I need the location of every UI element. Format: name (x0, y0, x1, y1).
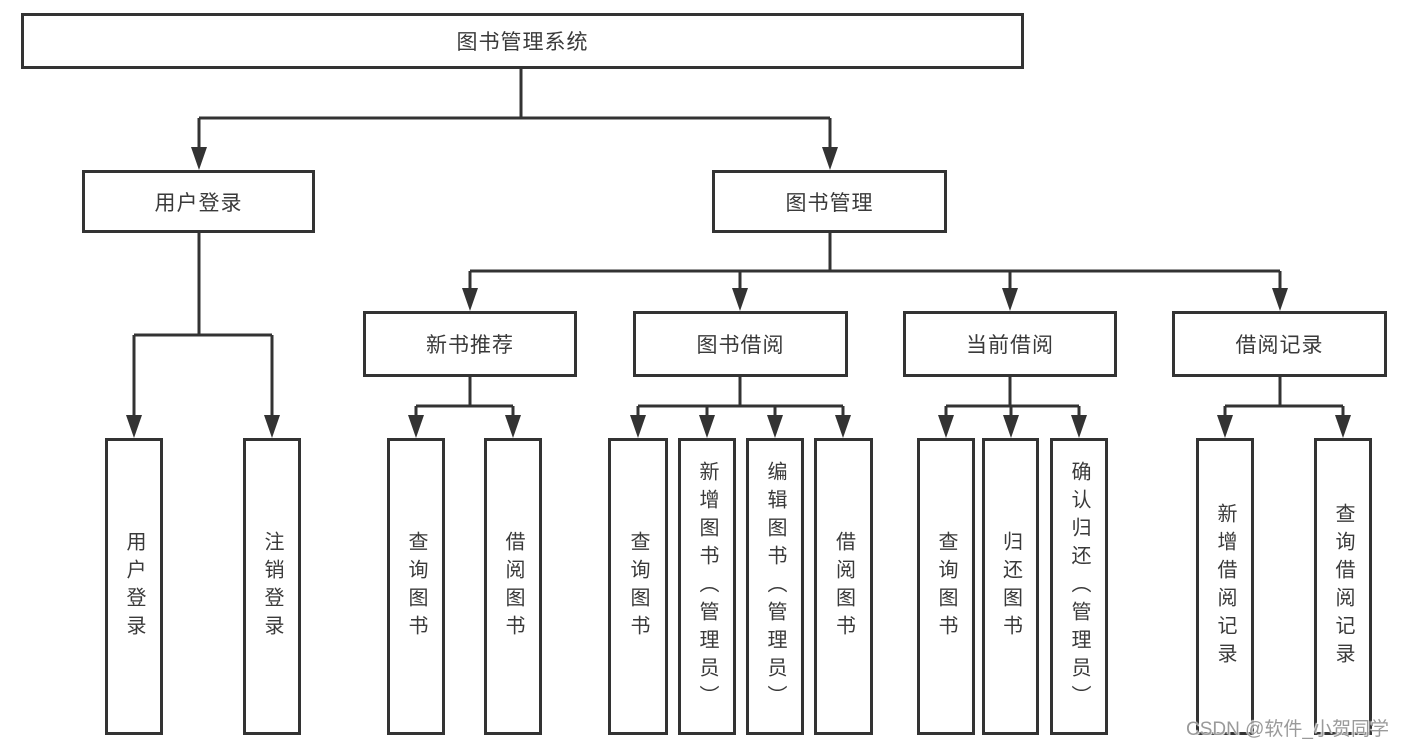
arrowheads (126, 147, 1351, 438)
leaf-label: 用户登录 (123, 530, 145, 643)
leaf-label: 归还图书 (999, 530, 1022, 643)
leaf-label: 确认归还（管理员） (1068, 460, 1090, 713)
leaf-label: 借阅图书 (832, 530, 855, 643)
leaf-label: 查询图书 (935, 530, 957, 643)
node-new-book-recommendation: 新书推荐 (363, 311, 577, 377)
leaf-user-login: 用户登录 (105, 438, 163, 735)
node-current-borrowing: 当前借阅 (903, 311, 1117, 377)
csdn-watermark: CSDN @软件_小贺同学 (1186, 719, 1389, 740)
leaf-query-borrow-record: 查询借阅记录 (1314, 438, 1372, 735)
node-user-login: 用户登录 (82, 170, 315, 233)
leaf-add-books-admin: 新增图书（管理员） (678, 438, 736, 735)
leaf-query-books-borrow: 查询图书 (608, 438, 668, 735)
leaf-label: 新增图书（管理员） (696, 460, 718, 713)
leaf-label: 新增借阅记录 (1214, 502, 1236, 671)
leaf-query-books-current: 查询图书 (917, 438, 975, 735)
leaf-edit-books-admin: 编辑图书（管理员） (746, 438, 804, 735)
leaf-confirm-return-admin: 确认归还（管理员） (1050, 438, 1108, 735)
leaf-label: 查询图书 (405, 530, 427, 643)
leaf-label: 借阅图书 (502, 530, 524, 643)
leaf-borrow-books-recommend: 借阅图书 (484, 438, 542, 735)
leaf-add-borrow-record: 新增借阅记录 (1196, 438, 1254, 735)
node-book-management: 图书管理 (712, 170, 947, 233)
leaf-label: 注销登录 (261, 530, 283, 643)
node-borrowing-records: 借阅记录 (1172, 311, 1387, 377)
leaf-label: 编辑图书（管理员） (764, 460, 786, 713)
leaf-return-books: 归还图书 (982, 438, 1039, 735)
tree-edges (132, 69, 1345, 418)
leaf-logout: 注销登录 (243, 438, 301, 735)
node-library-management-system: 图书管理系统 (21, 13, 1024, 69)
leaf-borrow-books: 借阅图书 (814, 438, 873, 735)
node-book-borrowing: 图书借阅 (633, 311, 848, 377)
leaf-query-books-recommend: 查询图书 (387, 438, 445, 735)
leaf-label: 查询借阅记录 (1332, 502, 1354, 671)
leaf-label: 查询图书 (627, 530, 649, 643)
